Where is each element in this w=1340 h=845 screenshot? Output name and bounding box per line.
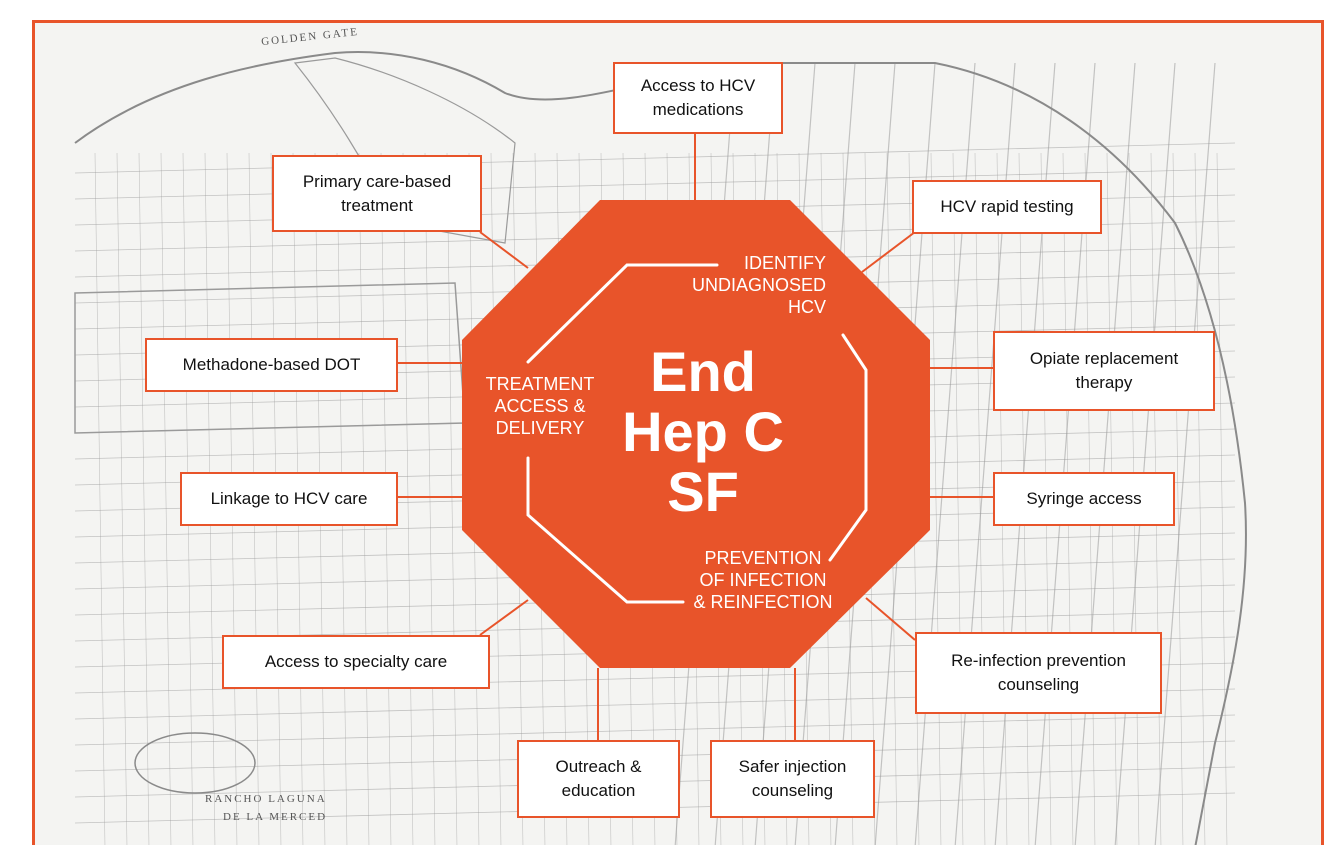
segment-identify-line2: UNDIAGNOSED xyxy=(691,275,826,295)
map-street-line xyxy=(74,142,1236,174)
segment-prevention-line3: & REINFECTION xyxy=(693,592,833,612)
rancho-map-label: RANCHO LAGUNA xyxy=(205,793,327,805)
connector-specialty xyxy=(479,599,529,636)
map-street-line xyxy=(1216,152,1228,845)
center-title-line2: Hep C xyxy=(622,400,784,463)
map-street-line xyxy=(1114,62,1176,845)
connector-reinfection xyxy=(865,597,916,641)
cycle-arc-right xyxy=(828,333,868,562)
map-street-line xyxy=(424,152,436,845)
box-access-to-specialty-care: Access to specialty care xyxy=(222,635,490,689)
segment-treatment-line1: TREATMENT xyxy=(485,374,595,394)
segment-treatment-label: TREATMENT ACCESS & DELIVERY xyxy=(470,373,610,439)
map-street-line xyxy=(74,168,1236,200)
box-outreach-and-education: Outreach &education xyxy=(517,740,680,818)
segment-prevention-line2: OF INFECTION xyxy=(699,570,827,590)
box-hcv-rapid-testing: HCV rapid testing xyxy=(912,180,1102,234)
lake-merced xyxy=(134,732,256,794)
merced-map-label: DE LA MERCED xyxy=(223,811,328,823)
map-street-line xyxy=(402,152,414,845)
segment-identify-line1: IDENTIFY xyxy=(743,253,826,273)
segment-identify-line3: HCV xyxy=(787,297,826,317)
segment-identify-label: IDENTIFY UNDIAGNOSED HCV xyxy=(676,252,826,318)
presidio-outline xyxy=(293,57,516,244)
cycle-arc-identify xyxy=(526,263,719,364)
center-title-line1: End xyxy=(650,340,756,403)
map-street-line xyxy=(1074,62,1136,845)
box-methadone-based-dot: Methadone-based DOT xyxy=(145,338,398,392)
segment-prevention-line1: PREVENTION xyxy=(704,548,822,568)
connector-rapid-testing xyxy=(861,231,916,273)
cycle-arc-prevention xyxy=(526,456,685,604)
map-street-line xyxy=(930,152,942,845)
map-street-line xyxy=(74,714,1236,746)
box-linkage-to-hcv-care: Linkage to HCV care xyxy=(180,472,398,526)
map-street-line xyxy=(160,152,172,845)
segment-treatment-line2: ACCESS & xyxy=(494,396,586,416)
map-street-line xyxy=(1154,62,1216,845)
map-street-line xyxy=(1172,152,1184,845)
box-syringe-access: Syringe access xyxy=(993,472,1175,526)
map-street-line xyxy=(952,152,964,845)
map-street-line xyxy=(94,152,106,845)
coastline xyxy=(74,51,1247,845)
map-street-line xyxy=(138,152,150,845)
segment-prevention-label: PREVENTION OF INFECTION & REINFECTION xyxy=(678,547,848,613)
map-street-line xyxy=(116,152,128,845)
center-title-line3: SF xyxy=(667,460,739,523)
connector-primary-care xyxy=(479,231,529,269)
map-street-line xyxy=(446,152,458,845)
segment-treatment-line3: DELIVERY xyxy=(495,418,585,438)
center-title: End Hep C SF xyxy=(588,342,818,522)
map-street-line xyxy=(1194,152,1206,845)
map-street-line xyxy=(974,152,986,845)
stop-sign-octagon xyxy=(462,200,930,668)
